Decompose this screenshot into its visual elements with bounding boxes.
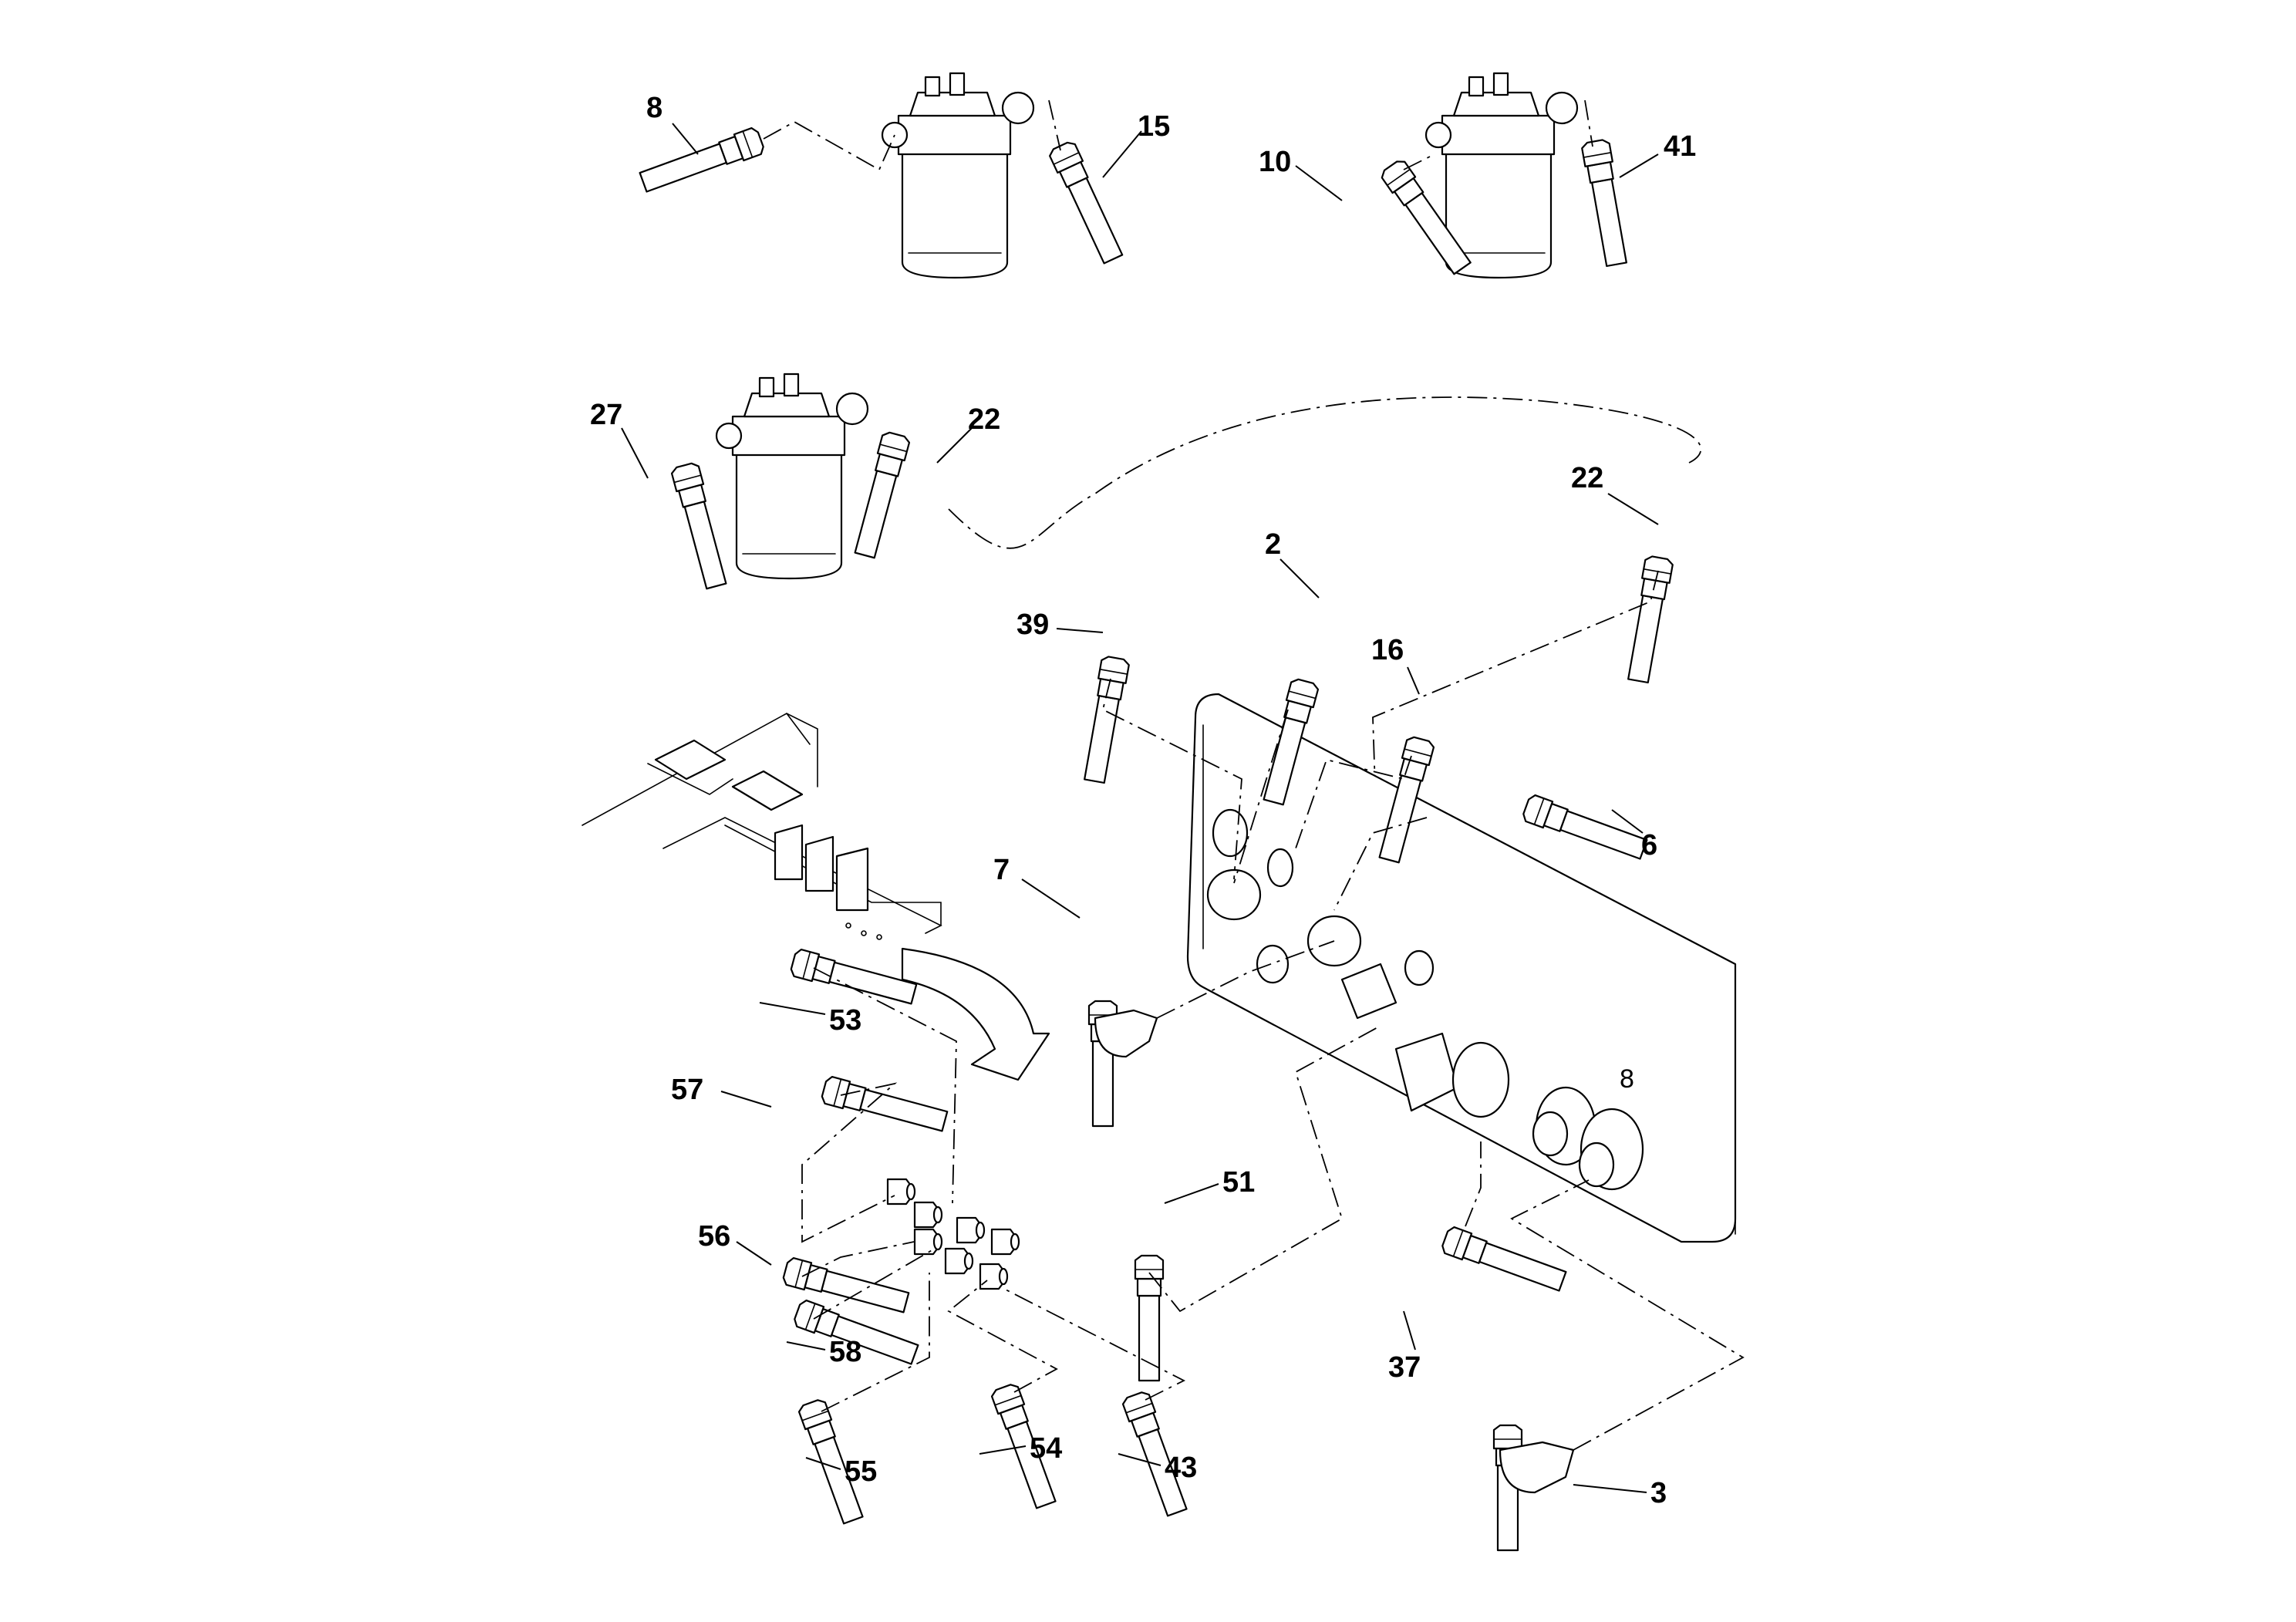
hose-41: [1580, 137, 1631, 268]
callout-10: 10: [1259, 146, 1291, 178]
callout-54: 54: [1030, 1432, 1062, 1465]
callout-37: 37: [1388, 1351, 1421, 1384]
hose-27: [669, 460, 731, 591]
callout-57: 57: [671, 1074, 703, 1106]
callout-16: 16: [1371, 634, 1404, 666]
hose-51: [1134, 1254, 1165, 1382]
hose-22-left: [850, 430, 912, 560]
callout-3: 3: [1650, 1477, 1667, 1509]
callout-43: 43: [1165, 1452, 1197, 1484]
panel-mark-8: 8: [1620, 1064, 1634, 1094]
callout-27: 27: [590, 399, 622, 431]
rotation-arrow: [901, 947, 1050, 1081]
filter-assembly-middle: [715, 373, 869, 580]
callout-22-left: 22: [968, 403, 1000, 436]
callout-22-right: 22: [1571, 462, 1603, 494]
callout-2: 2: [1265, 528, 1281, 561]
callout-6: 6: [1641, 829, 1657, 862]
callout-51: 51: [1222, 1166, 1255, 1199]
callout-41: 41: [1664, 130, 1696, 163]
hose-37: [1439, 1224, 1569, 1296]
callout-53: 53: [829, 1004, 861, 1037]
panel-fittings: [1206, 808, 1644, 1191]
leader-lines: [621, 123, 1659, 1493]
hose-8: [637, 125, 767, 197]
callout-7: 7: [993, 854, 1010, 886]
filter-assembly-top-left: [881, 72, 1035, 279]
hose-22-right: [1623, 554, 1674, 684]
callout-8: 8: [646, 92, 663, 124]
callout-56: 56: [698, 1220, 730, 1253]
hose-57: [819, 1074, 949, 1136]
hose-53: [788, 947, 919, 1009]
callout-55: 55: [845, 1455, 877, 1488]
callout-15: 15: [1138, 110, 1170, 143]
hose-15: [1047, 139, 1127, 266]
bulkhead-fittings: [886, 1178, 1020, 1290]
callout-39: 39: [1017, 609, 1049, 641]
control-panel-housing: [1186, 693, 1737, 1243]
hose-6: [1520, 792, 1650, 864]
machine-frame-overview: [582, 713, 942, 940]
callout-58: 58: [829, 1336, 861, 1368]
